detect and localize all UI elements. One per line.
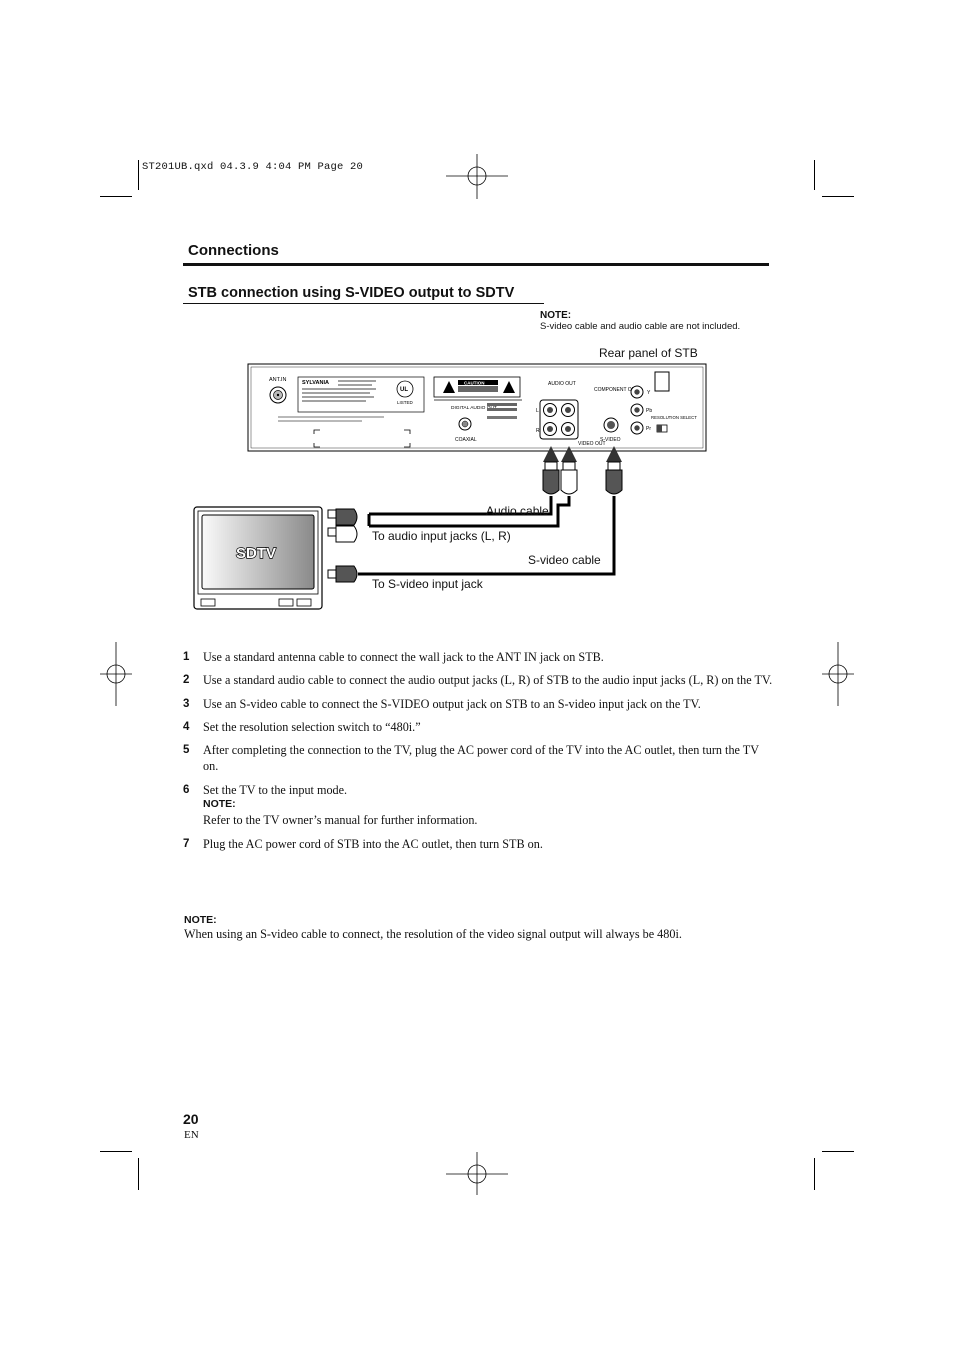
step-item: 7 Plug the AC power cord of STB into the… — [183, 836, 773, 852]
section-title: Connections — [188, 242, 279, 259]
stb-rear-panel: ANT.IN SYLVANIA UL LISTED CAUTION DIGI — [247, 363, 707, 452]
page-number: 20 — [183, 1111, 199, 1127]
instruction-steps: 1 Use a standard antenna cable to connec… — [183, 649, 773, 859]
top-note: NOTE: S-video cable and audio cable are … — [540, 310, 740, 332]
s-video-label: S-VIDEO — [600, 437, 621, 443]
audio-cable-label: Audio cable — [486, 504, 549, 518]
step-item: 1 Use a standard antenna cable to connec… — [183, 649, 773, 665]
audio-input-label: To audio input jacks (L, R) — [372, 529, 511, 543]
step-text: Use a standard antenna cable to connect … — [203, 650, 604, 664]
step-note-text: Refer to the TV owner’s manual for furth… — [203, 813, 478, 828]
audio-l-label: L — [536, 408, 539, 414]
step-text: After completing the connection to the T… — [203, 743, 759, 774]
file-header: ST201UB.qxd 04.3.9 4:04 PM Page 20 — [142, 161, 364, 173]
audio-r-label: R — [536, 428, 540, 434]
step-item: 5 After completing the connection to the… — [183, 742, 773, 775]
digital-audio-out-label: DIGITAL AUDIO OUT — [451, 405, 497, 411]
step-item: 2 Use a standard audio cable to connect … — [183, 672, 773, 688]
ant-in-label: ANT.IN — [269, 377, 286, 383]
svideo-input-label: To S-video input jack — [372, 577, 483, 591]
audio-out-label: AUDIO OUT — [548, 381, 576, 387]
step-text: Set the TV to the input mode. — [203, 782, 348, 797]
coaxial-label: COAXIAL — [455, 437, 477, 443]
component-pr-label: Pr — [646, 426, 651, 432]
step-item: 4 Set the resolution selection switch to… — [183, 719, 773, 735]
svideo-cable-label: S-video cable — [528, 553, 601, 567]
svg-text:UL: UL — [400, 387, 408, 393]
video-out-label: VIDEO OUT — [578, 441, 606, 447]
step-text: Use an S-video cable to connect the S-VI… — [203, 696, 701, 711]
step-number: 1 — [183, 651, 190, 663]
sdtv-illustration: SDTV — [193, 506, 323, 610]
bottom-note: NOTE: When using an S-video cable to con… — [184, 914, 784, 942]
top-note-label: NOTE: — [540, 310, 572, 321]
component-pb-label: Pb — [646, 408, 652, 414]
listed-label: LISTED — [397, 400, 414, 405]
step-text: Use a standard audio cable to connect th… — [203, 673, 773, 688]
step-text: Plug the AC power cord of STB into the A… — [203, 836, 543, 851]
brand-label: SYLVANIA — [302, 380, 329, 386]
step-item: 3 Use an S-video cable to connect the S-… — [183, 696, 773, 712]
step-text: Set the resolution selection switch to “… — [203, 719, 421, 734]
step-number: 7 — [183, 837, 190, 850]
bottom-note-text: When using an S-video cable to connect, … — [184, 927, 682, 941]
component-out-label: COMPONENT OUT — [594, 387, 638, 393]
step-number: 2 — [183, 674, 190, 687]
step-item: 6 Set the TV to the input mode. NOTE: Re… — [183, 782, 773, 829]
step-number: 3 — [183, 697, 190, 710]
section-divider — [183, 263, 769, 266]
step-number: 5 — [183, 744, 190, 757]
component-y-label: Y — [647, 390, 651, 396]
tv-label: SDTV — [236, 545, 276, 562]
top-note-text: S-video cable and audio cable are not in… — [540, 321, 741, 332]
step-note-label: NOTE: — [203, 798, 236, 811]
resolution-select-label: RESOLUTION SELECT — [651, 415, 697, 420]
rear-panel-label: Rear panel of STB — [599, 346, 698, 360]
language-code: EN — [184, 1129, 199, 1141]
step-number: 4 — [183, 720, 190, 733]
step-number: 6 — [183, 783, 190, 796]
bottom-note-label: NOTE: — [184, 914, 217, 926]
caution-label: CAUTION — [464, 381, 485, 386]
subsection-divider — [183, 303, 544, 304]
subsection-title: STB connection using S-VIDEO output to S… — [188, 285, 515, 301]
